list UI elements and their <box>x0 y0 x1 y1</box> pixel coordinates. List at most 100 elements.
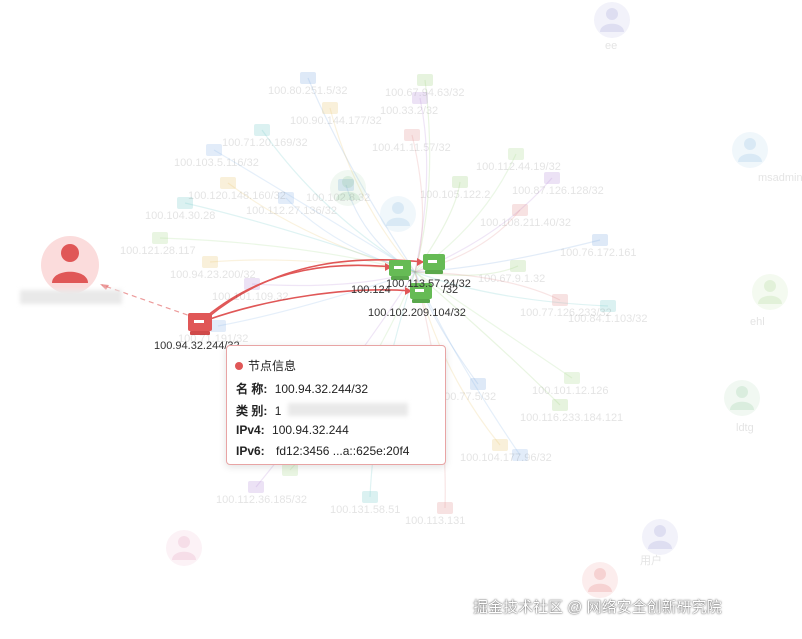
faint-device-node[interactable] <box>220 177 236 189</box>
faint-user-node[interactable] <box>732 132 768 168</box>
tooltip-key: IPv6: <box>236 444 265 458</box>
faint-device-node[interactable] <box>338 179 354 191</box>
tooltip-row-name: 名 称: 100.94.32.244/32 <box>236 380 368 397</box>
redacted-user-name <box>20 290 122 304</box>
faint-node-label: 100.101.12.126 <box>532 385 609 397</box>
faint-device-node[interactable] <box>452 176 468 188</box>
faint-device-node[interactable] <box>254 124 270 136</box>
faint-user-node[interactable] <box>166 530 202 566</box>
faint-user-node[interactable] <box>582 562 618 598</box>
faint-node-label: 100.71.20.169/32 <box>222 137 308 149</box>
faint-node-label: 100.102.8.32 <box>306 192 371 204</box>
faint-nodes <box>152 2 788 598</box>
faint-edge <box>213 149 416 273</box>
faint-edge <box>217 271 416 327</box>
tooltip-dot-icon <box>235 361 243 370</box>
faint-node-label: 100.84.1.103/32 <box>568 313 648 325</box>
faint-device-node[interactable] <box>552 399 568 411</box>
device-node-2-label: 100.113.57.24/32 <box>386 278 471 290</box>
faint-device-node[interactable] <box>248 481 264 493</box>
faint-device-node[interactable] <box>564 372 580 384</box>
faint-edge <box>414 271 609 307</box>
tooltip-row-ipv6: IPv6: fd12:3456 ...a::625e:20f4 <box>236 444 409 458</box>
faint-edge <box>414 271 561 406</box>
faint-device-node[interactable] <box>512 204 528 216</box>
faint-node-label: 100.80.251.5/32 <box>268 85 348 97</box>
selected-device-node[interactable] <box>188 313 212 335</box>
faint-user-label: ehl <box>750 316 765 328</box>
faint-node-label: 100.113.131 <box>405 515 466 527</box>
faint-node-label: 100.104.30.28 <box>145 210 216 222</box>
faint-node-label: 100.121.28.117 <box>120 245 196 257</box>
device-node-1-label: 100.124/32 <box>351 284 459 296</box>
faint-user-label: ee <box>605 40 618 52</box>
faint-node-label: 100.90.144.177/32 <box>290 115 382 127</box>
faint-edge <box>329 107 416 273</box>
faint-device-node[interactable] <box>210 320 226 332</box>
redacted-category <box>288 403 408 416</box>
device-node-1[interactable] <box>389 260 411 280</box>
faint-device-node[interactable] <box>510 260 526 272</box>
faint-node-label: 100.33.2/32 <box>380 105 439 117</box>
faint-edge <box>227 182 416 273</box>
faint-edge <box>307 77 416 273</box>
arrowhead-node-3 <box>405 287 412 295</box>
faint-node-label: 100.112.44.19/32 <box>476 161 561 173</box>
faint-node-label: 100.76.172.161 <box>560 247 637 259</box>
faint-node-label: 100.112.27.136/32 <box>246 205 337 217</box>
faint-device-node[interactable] <box>412 92 428 104</box>
faint-edge <box>261 129 416 273</box>
faint-user-node[interactable] <box>724 380 760 416</box>
faint-device-node[interactable] <box>437 502 453 514</box>
faint-device-node[interactable] <box>152 232 168 244</box>
tooltip-value: 100.94.32.244 <box>272 423 349 437</box>
arrowhead-node-1 <box>385 263 392 271</box>
faint-device-node[interactable] <box>404 129 420 141</box>
tooltip-title: 节点信息 <box>248 359 297 373</box>
faint-device-node[interactable] <box>552 294 568 306</box>
device-node-3[interactable] <box>410 283 432 303</box>
arrowhead-user <box>100 284 109 290</box>
faint-edge <box>411 134 424 273</box>
faint-device-node[interactable] <box>592 234 608 246</box>
faint-device-node[interactable] <box>470 378 486 390</box>
faint-edge <box>414 97 428 273</box>
faint-user-node[interactable] <box>330 170 366 206</box>
faint-user-node[interactable] <box>642 519 678 555</box>
faint-device-node[interactable] <box>206 144 222 156</box>
faint-device-node[interactable] <box>278 192 294 204</box>
device-node-2[interactable] <box>423 254 445 274</box>
faint-node-label: 100.41.11.57/32 <box>372 142 451 154</box>
faint-device-node[interactable] <box>322 102 338 114</box>
tooltip-row-category: 类 别: 1 <box>236 402 408 419</box>
faint-device-node[interactable] <box>282 464 298 476</box>
faint-device-node[interactable] <box>600 300 616 312</box>
faint-device-node[interactable] <box>508 148 524 160</box>
faint-user-node[interactable] <box>752 274 788 310</box>
faint-device-node[interactable] <box>300 72 316 84</box>
faint-node-label: 100.77.5/32 <box>438 391 497 403</box>
faint-device-node[interactable] <box>417 74 433 86</box>
faint-node-label: 100.131.58.51 <box>330 504 401 516</box>
faint-node-label: 100.67.94.63/32 <box>385 87 465 99</box>
tooltip-value: 1 <box>274 404 282 418</box>
faint-device-node[interactable] <box>512 449 528 461</box>
device-node-3-label: 100.102.209.104/32 <box>368 307 466 319</box>
faint-device-node[interactable] <box>202 256 218 268</box>
faint-user-node[interactable] <box>594 2 630 38</box>
faint-user-label: msadmin <box>758 172 802 184</box>
node-info-tooltip: 节点信息 名 称: 100.94.32.244/32 类 别: 1 IPv4: … <box>226 345 446 465</box>
faint-device-node[interactable] <box>492 439 508 451</box>
selected-node-label: 100.94.32.244/32 <box>154 340 240 352</box>
tooltip-key: IPv4: <box>236 423 265 437</box>
faint-device-node[interactable] <box>544 172 560 184</box>
faint-node-label: 100.77.126.233/32 <box>520 307 612 319</box>
faint-device-node[interactable] <box>177 197 193 209</box>
user-node-highlighted[interactable] <box>41 236 99 294</box>
faint-device-node[interactable] <box>362 491 378 503</box>
arrowhead-node-2 <box>417 258 424 266</box>
faint-node-label: 100.120.148.160/32 <box>188 190 286 202</box>
faint-user-node[interactable] <box>380 196 416 232</box>
